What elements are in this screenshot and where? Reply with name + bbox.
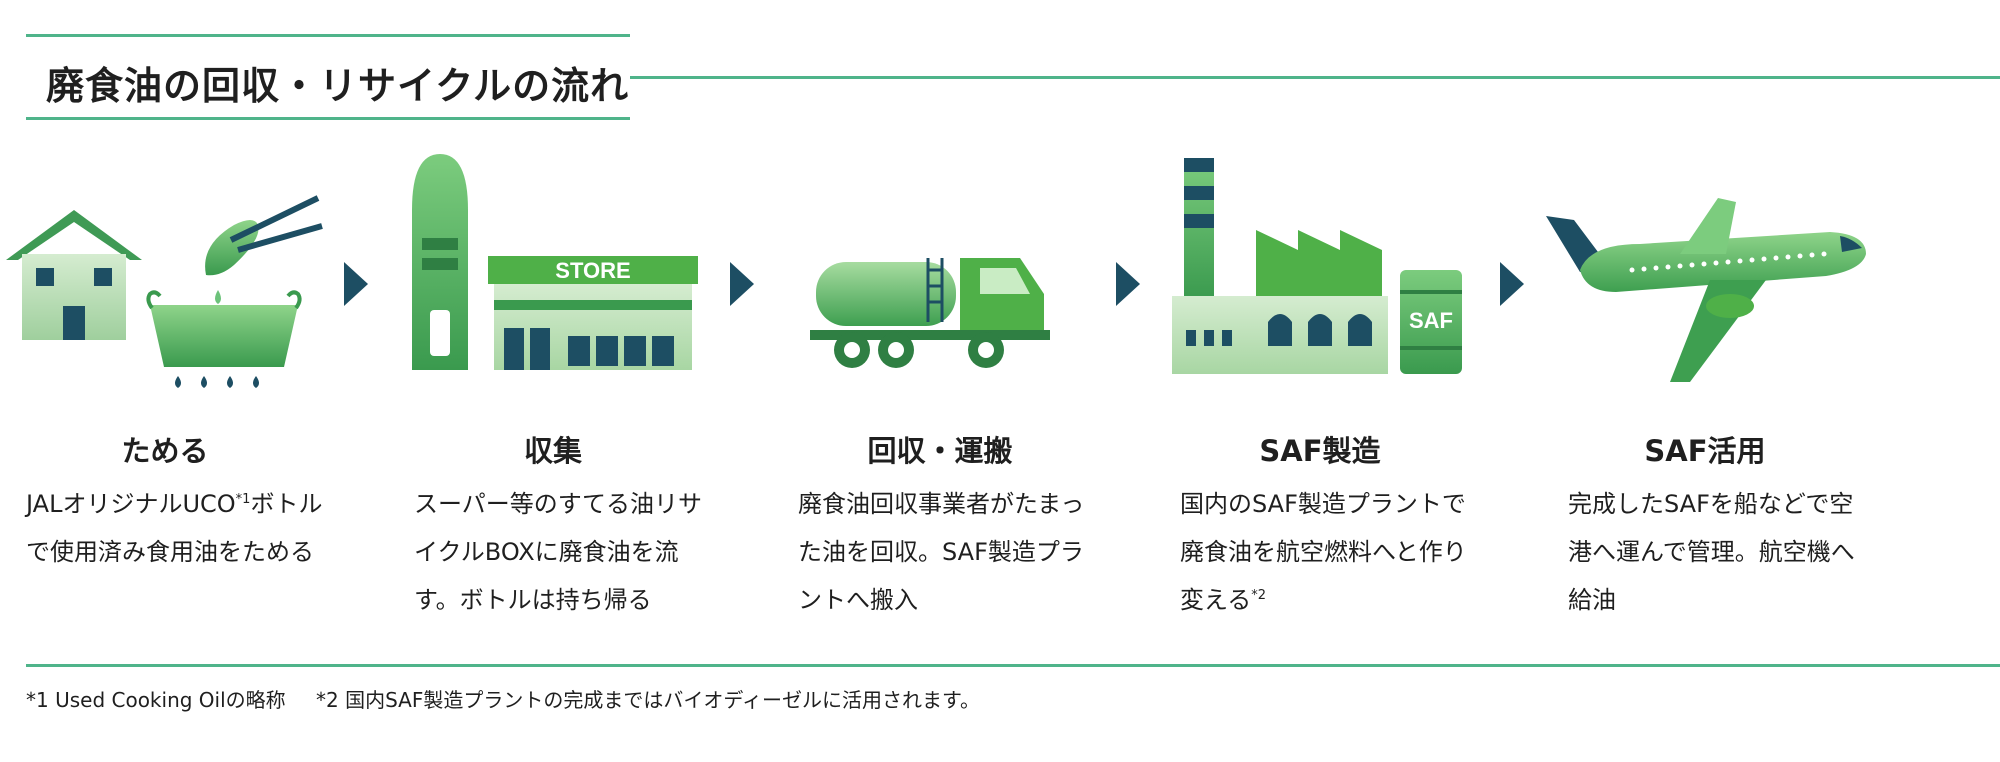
store-sign: STORE	[555, 258, 630, 283]
store-and-collection-box-icon: STORE	[412, 154, 698, 370]
step-title-collect: ためる	[121, 434, 209, 468]
arrow-right-icon	[730, 262, 754, 306]
step-desc-collect: JALオリジナルUCO*1ボトルで使用済み食用油をためる	[26, 490, 323, 566]
step-title-gather: 収集	[523, 434, 582, 468]
house-and-fryer-icon	[6, 195, 323, 388]
arrow-right-icon	[1500, 262, 1524, 306]
step-desc-gather: スーパー等のすてる油リサイクルBOXに廃食油を流す。ボトルは持ち帰る	[414, 490, 702, 614]
arrow-right-icon	[344, 262, 368, 306]
step-title-production: SAF製造	[1259, 434, 1381, 468]
page-title: 廃食油の回収・リサイクルの流れ	[46, 64, 630, 108]
footer-rule	[26, 664, 2000, 667]
step-title-transport: 回収・運搬	[867, 434, 1013, 468]
footnotes: *1 Used Cooking Oilの略称 *2 国内SAF製造プラントの完成…	[26, 684, 1004, 713]
airplane-icon	[1546, 198, 1866, 382]
title-box: 廃食油の回収・リサイクルの流れ	[26, 34, 630, 120]
step-title-usage: SAF活用	[1644, 434, 1766, 468]
tanker-truck-icon	[810, 258, 1050, 368]
footnote-2: *2 国内SAF製造プラントの完成まではバイオディーゼルに活用されます。	[316, 688, 980, 712]
arrow-right-icon	[1116, 262, 1140, 306]
saf-drum-label: SAF	[1409, 308, 1453, 333]
footnote-1: *1 Used Cooking Oilの略称	[26, 688, 286, 712]
step-desc-usage: 完成したSAFを船などで空港へ運んで管理。航空機へ給油	[1568, 490, 1855, 614]
factory-icon: SAF	[1172, 158, 1462, 374]
step-desc-transport: 廃食油回収事業者がたまった油を回収。SAF製造プラントへ搬入	[798, 490, 1085, 614]
title-rule	[630, 76, 2000, 79]
step-desc-production: 国内のSAF製造プラントで廃食油を航空燃料へと作り変える*2	[1180, 490, 1467, 614]
